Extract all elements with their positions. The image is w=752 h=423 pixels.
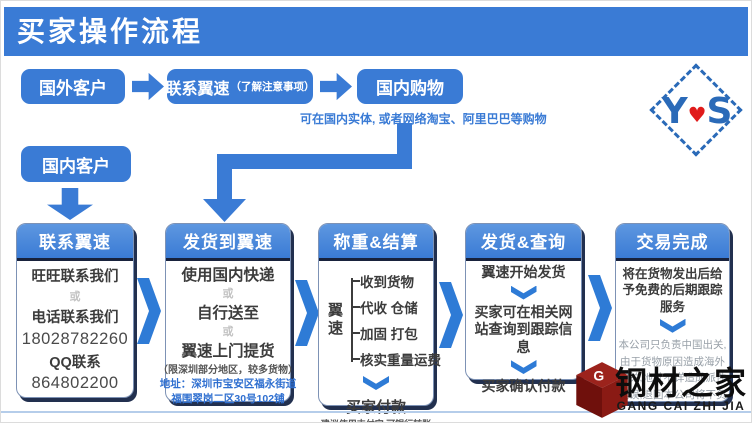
right-arrow-icon [132,72,164,101]
or-label: 或 [222,288,234,300]
service-item: 代收 仓储 [351,294,441,320]
flow-box-label: 国内购物 [376,79,444,98]
column-title: 发货&查询 [466,224,581,261]
flow-box-label: 国外客户 [39,79,107,98]
or-label: 或 [69,291,81,304]
flow-box-domestic-shopping: 国内购物 [357,69,463,104]
column-body: 使用国内快递 或 自行送至 或 翼速上门提货 （限深圳部分地区，较多货物） 地址… [158,261,298,408]
column-body: 将在货物发出后给予免费的后期跟踪服务 本公司只负责中国出关, 由于货物原因造成海… [616,261,729,404]
service-item: 加固 打包 [351,320,441,346]
flow-box-domestic-customer: 国内客户 [21,146,131,182]
watermark-pinyin: GANG CAI ZHI JIA [616,399,746,413]
chevron-down-icon [659,318,686,333]
ys-letter-y: Y [661,90,688,132]
column-body: 翼速 收到货物 代收 仓储 加固 打包 核实重量运费 买家付款 建议使用支付宝,… [319,261,441,422]
service-list: 收到货物 代收 仓储 加固 打包 核实重量运费 [349,268,441,372]
chevron-right-icon [295,280,319,346]
qq-number: 864802200 [31,373,119,392]
bottom-divider [1,411,751,413]
disclaimer-line: 本公司只负责中国出关, [618,338,727,351]
flow-box-label: 联系翼速 [165,80,230,98]
track-step: 买家可在相关网站查询到跟踪信息 [474,303,573,355]
shopping-caption: 可在国内实体, 或者网络淘宝、阿里巴巴等购物 [300,112,547,126]
chevron-down-icon [510,285,537,300]
chevron-right-icon [439,282,463,348]
ys-logo-text: Y♥S [662,91,733,132]
column-title: 联系翼速 [17,224,133,261]
ship-option: 翼速上门提货 [181,343,275,360]
bracket-line [351,278,353,362]
column-body: 旺旺联系我们 或 电话联系我们 18028782260 QQ联系 8648022… [17,261,133,397]
down-arrowhead-icon [203,199,246,222]
cube-icon: G [576,362,628,418]
contact-line: 旺旺联系我们 [31,269,119,286]
column-title: 称重&结算 [319,224,433,261]
track-step: 翼速开始发货 [481,264,566,280]
track-step: 买家确认付款 [481,378,566,394]
payment-note: 建议使用支付宝,可银行转账 [321,417,432,422]
service-item: 收到货物 [351,268,441,294]
flow-box-label: 国内客户 [42,156,110,176]
flow-box-contact-yisu: 联系翼速（了解注意事项） [165,69,315,104]
contact-line: QQ联系 [49,354,101,371]
column-weigh-settle: 称重&结算 翼速 收到货物 代收 仓储 加固 打包 核实重量运费 买家付款 建议… [318,223,441,422]
service-item: 核实重量运费 [351,346,441,372]
chevron-down-icon [510,360,537,374]
watermark-text: 钢材之家 GANG CAI ZHI JIA [615,367,747,413]
phone-number: 18028782260 [21,329,129,348]
disclaimer-line: 延误,退回本公司将不负 [618,389,727,402]
cube-letter: G [593,367,604,383]
after-sale-lead: 将在货物发出后给予免费的后期跟踪服务 [622,267,723,314]
ys-letter-s: S [706,90,733,132]
payment-step: 买家付款 [345,399,406,416]
heart-icon: ♥ [687,103,707,127]
column-contact-yisu: 联系翼速 旺旺联系我们 或 电话联系我们 18028782260 QQ联系 86… [16,223,134,398]
bent-arrow-segment [217,154,412,169]
column-body: 翼速开始发货 买家可在相关网站查询到跟踪信息 买家确认付款 [466,261,581,399]
column-ship-track: 发货&查询 翼速开始发货 买家可在相关网站查询到跟踪信息 买家确认付款 [465,223,582,394]
group-side-label: 翼速 [326,302,343,338]
watermark-logo: G 钢材之家 GANG CAI ZHI JIA [573,360,747,420]
disclaimer-line: 由于货物原因造成海外 [620,355,725,368]
contact-line: 电话联系我们 [31,310,119,327]
column-title: 交易完成 [616,224,729,261]
column-title: 发货到翼速 [166,224,290,261]
ship-option: 使用国内快递 [181,267,275,284]
column-ship-to-yisu: 发货到翼速 使用国内快递 或 自行送至 或 翼速上门提货 （限深圳部分地区，较多… [158,223,298,405]
flow-box-sublabel: （了解注意事项） [230,81,315,93]
ys-logo: Y♥S [649,63,744,158]
chevron-right-icon [588,275,612,341]
column-deal-complete: 交易完成 将在货物发出后给予免费的后期跟踪服务 本公司只负责中国出关, 由于货物… [615,223,730,402]
yisu-service-group: 翼速 收到货物 代收 仓储 加固 打包 核实重量运费 [319,261,441,372]
right-arrow-icon [320,72,352,101]
pickup-note: （限深圳部分地区，较多货物） [158,365,298,376]
down-arrow-icon [47,188,93,220]
chevron-down-icon [363,376,389,390]
ship-option: 自行送至 [196,305,259,322]
watermark-name: 钢材之家 [614,365,747,401]
address-line: 福围翠岗二区30号102铺 [171,393,285,405]
flow-box-overseas-customer: 国外客户 [21,69,125,104]
bent-arrow-segment [217,154,232,201]
disclaimer-line: 扣关,地址不详造成派件 [618,372,727,385]
or-label: 或 [222,326,234,338]
page-title: 买家操作流程 [4,7,748,56]
address-line: 地址：深圳市宝安区福永街道 [159,378,297,390]
chevron-right-icon [137,278,161,344]
